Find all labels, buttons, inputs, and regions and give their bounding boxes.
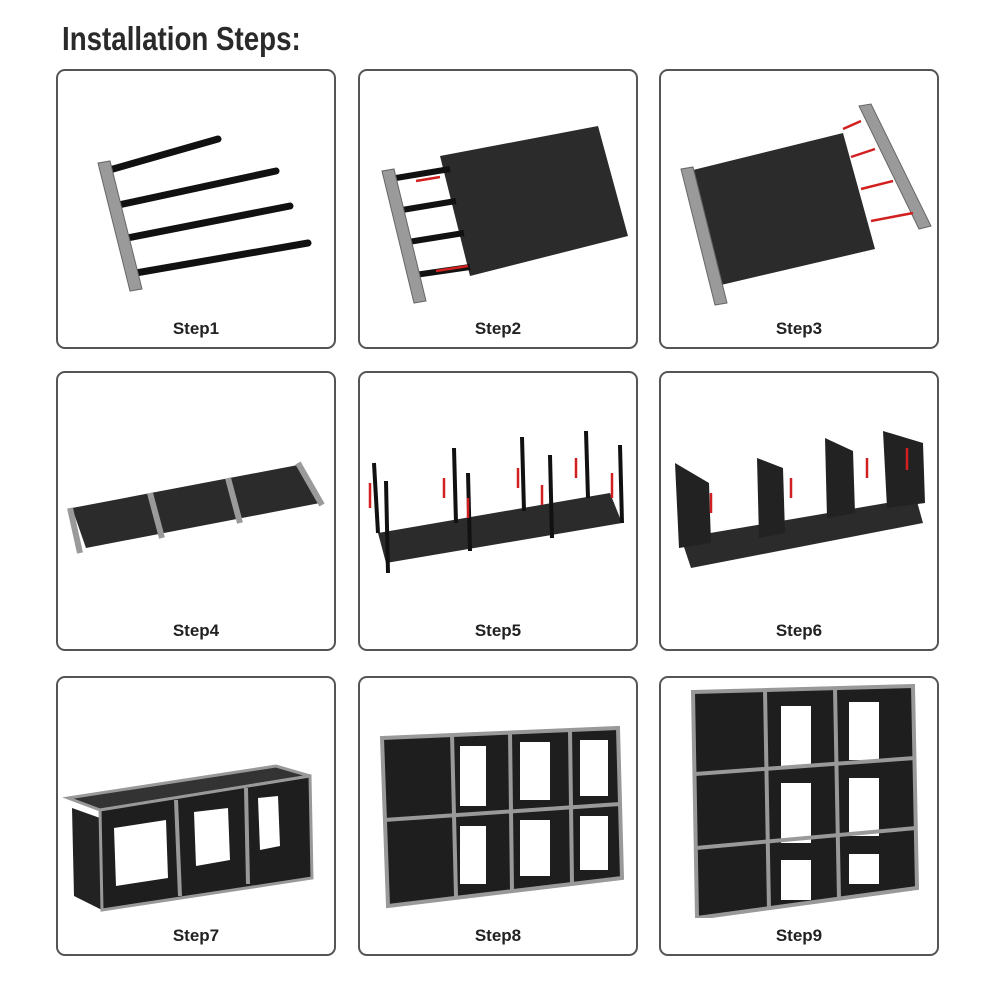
step-8-panel: Step8 — [358, 676, 638, 956]
step-2-label: Step2 — [474, 319, 522, 338]
step-4-illustration — [67, 461, 325, 554]
step-7-label: Step7 — [172, 926, 220, 945]
step-8-illustration — [379, 725, 625, 909]
step-7-panel: Step7 — [56, 676, 336, 956]
step-1-illustration — [97, 135, 312, 292]
page-title: Installation Steps: — [62, 20, 301, 57]
step-5-illustration — [368, 430, 624, 574]
step-3-illustration — [680, 103, 932, 306]
step-8-label: Step8 — [474, 926, 522, 945]
step-9-panel: Step9 — [659, 676, 939, 956]
step-2-illustration — [381, 126, 628, 304]
step-5-panel: Step5 — [358, 371, 638, 651]
step-3-panel: Step3 — [659, 69, 939, 349]
step-6-illustration — [675, 431, 925, 568]
step-5-label: Step5 — [474, 621, 522, 640]
step-6-label: Step6 — [775, 621, 823, 640]
step-2-panel: Step2 — [358, 69, 638, 349]
step-9-illustration — [690, 683, 920, 918]
step-6-panel: Step6 — [659, 371, 939, 651]
step-9-label: Step9 — [775, 926, 823, 945]
step-4-label: Step4 — [172, 621, 220, 640]
step-3-label: Step3 — [775, 319, 823, 338]
step-7-illustration — [62, 764, 314, 912]
step-4-panel: Step4 — [56, 371, 336, 651]
step-1-label: Step1 — [172, 319, 220, 338]
step-1-panel: Step1 — [56, 69, 336, 349]
